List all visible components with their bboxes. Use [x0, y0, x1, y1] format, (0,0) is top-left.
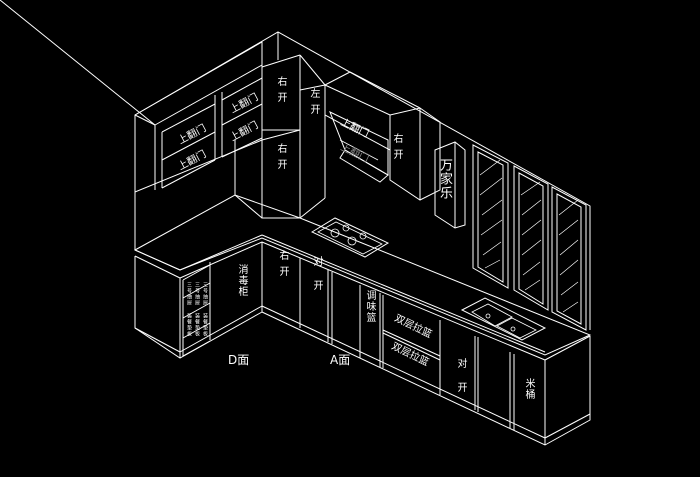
upper-cabinets-left	[0, 0, 263, 193]
label-fridge-brand: 万家乐	[437, 158, 452, 200]
label-drawer-3: 三号抽屉 装餐垫板	[202, 282, 208, 337]
label-double-open-2: 对开	[455, 358, 466, 406]
sink	[460, 297, 547, 341]
label-double-open-1: 对开	[311, 256, 322, 304]
label-right-open-tall: 右开	[275, 143, 286, 175]
upper-cabinets-right	[389, 107, 466, 229]
countertop	[133, 194, 592, 361]
label-face-d: D面	[228, 353, 250, 367]
label-right-open-upper: 右开	[275, 76, 286, 108]
label-face-a: A面	[330, 353, 351, 367]
cooktop	[310, 217, 390, 258]
label-left-open-upper: 左开	[308, 88, 319, 120]
base-cabinets-right	[261, 242, 591, 446]
label-drawer-1: 三号抽屉 装餐垫板	[186, 282, 192, 337]
label-drawer-2: 三号抽屉 装餐垫板	[194, 282, 200, 337]
label-seasoning-basket: 调味篮	[364, 290, 375, 323]
label-disinfection-cabinet: 消毒柜	[236, 264, 247, 297]
label-rice-bin: 米桶	[523, 378, 534, 400]
range-hood-cabinet	[324, 71, 421, 183]
label-right-open-base: 右开	[277, 250, 288, 282]
label-right-open-right: 右开	[391, 133, 402, 165]
base-cabinets-left	[134, 242, 263, 359]
windows	[472, 144, 587, 331]
corner-cabinets	[234, 42, 326, 219]
